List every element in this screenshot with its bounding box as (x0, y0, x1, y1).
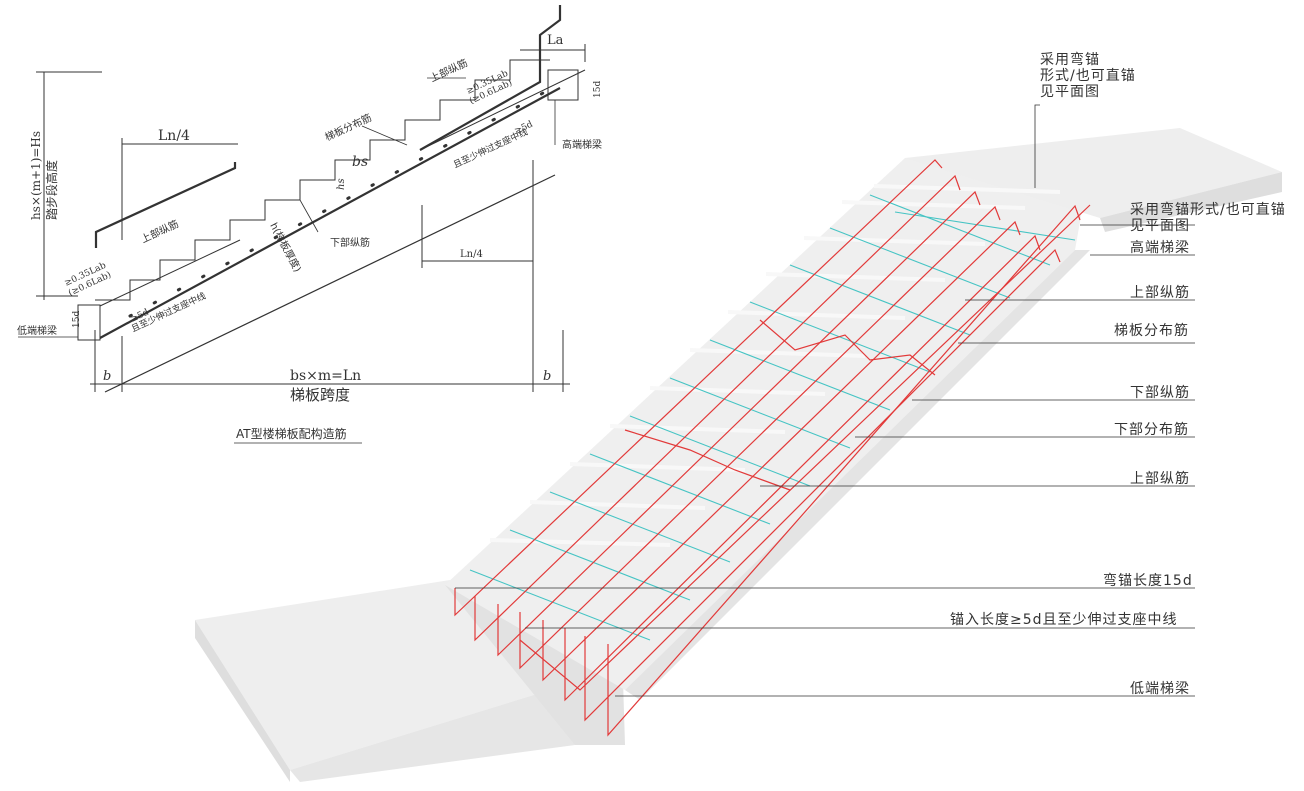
high-beam-outline (547, 69, 579, 101)
d15-right: 15d (593, 81, 603, 98)
upper-long-bar-left (94, 162, 237, 248)
d15-left: 15d (72, 311, 82, 328)
upper-long-top-label: 上部纵筋 (428, 56, 470, 85)
iso-callout-upper-long-2: 上部纵筋 (1130, 470, 1190, 487)
height-sub-label: 踏步段高度 (44, 160, 59, 220)
step-edges (489, 184, 1061, 547)
high-landing-side (1100, 172, 1282, 232)
leader-lower-long (299, 199, 319, 233)
ln4-right-label: Ln/4 (460, 249, 483, 260)
iso-callout-lower-long: 下部纵筋 (1130, 384, 1190, 401)
la-label: La (547, 33, 564, 48)
iso-callout-anchor-length: 锚入长度≥5d且至少伸过支座中线 (950, 612, 1178, 628)
ln4-left-label: Ln/4 (158, 128, 190, 144)
upper-long-left-label: 上部纵筋 (139, 217, 181, 246)
iso-callout-lower-dist: 下部分布筋 (1114, 421, 1189, 438)
span-label: 梯板跨度 (290, 386, 350, 404)
upper-bar-thin-right (419, 69, 586, 151)
distribution-bars (469, 194, 1076, 641)
lower-long-label: 下部纵筋 (330, 236, 370, 249)
iso-callout-bent-anchor: 采用弯锚形式/也可直锚 (1130, 201, 1286, 218)
dist-bar-dots (128, 90, 547, 318)
pass-center-right: 且至少伸过支座中线 (451, 126, 529, 171)
height-total-label: hs×(m+1)=Hs (29, 131, 43, 220)
bs-label: bs (352, 154, 368, 170)
hs-label: hs (336, 178, 347, 190)
low-beam-label: 低端梯梁 (17, 324, 57, 337)
low-landing-top (195, 580, 550, 770)
iso-callout-top-1: 采用弯锚 (1040, 51, 1100, 68)
iso-callout-see-plan: 见平面图 (1130, 218, 1190, 234)
iso-callout-upper-long-1: 上部纵筋 (1130, 284, 1190, 301)
stair-slab-side (625, 250, 1090, 700)
iso-callout-dist-bar: 梯板分布筋 (1114, 322, 1189, 339)
longitudinal-bars (454, 159, 1091, 737)
iso-callout-high-beam: 高端梯梁 (1130, 239, 1190, 256)
section-caption: AT型楼梯板配构造筋 (236, 426, 347, 441)
callout-leaders (455, 104, 1195, 697)
iso-callout-top-3: 见平面图 (1040, 84, 1100, 100)
low-beam-front (290, 690, 575, 782)
iso-callout-bend-length: 弯锚长度15d (1103, 572, 1193, 589)
upper-long-bar-right (419, 5, 562, 151)
low-beam-outline (77, 304, 101, 341)
high-landing-top (905, 128, 1282, 218)
iso-callout-top-2: 形式/也可直锚 (1040, 67, 1136, 84)
high-beam-label: 高端梯梁 (562, 138, 602, 151)
stair-slab-top (445, 158, 1090, 690)
isometric-drawing: 采用弯锚 形式/也可直锚 见平面图 采用弯锚形式/也可直锚 见平面图 高端梯梁 … (195, 51, 1286, 782)
slab-bottom-line (104, 174, 556, 393)
stair-profile (95, 59, 550, 301)
slab-thickness-label: h(梯板厚度) (267, 220, 304, 274)
upper-bar-thin-left (99, 239, 241, 307)
low-landing-side (195, 620, 290, 782)
leader-dist-bar (361, 125, 408, 146)
section-drawing (18, 5, 586, 444)
section-labels: hs×(m+1)=Hs 踏步段高度 Ln/4 Ln/4 上部纵筋 上部纵筋 梯板… (17, 33, 603, 441)
b-left-label: b (103, 369, 111, 384)
b-right-label: b (543, 369, 551, 384)
span-formula-label: bs×m=Ln (290, 368, 361, 384)
iso-callout-low-beam: 低端梯梁 (1130, 681, 1190, 697)
lower-long-bar (99, 87, 561, 339)
